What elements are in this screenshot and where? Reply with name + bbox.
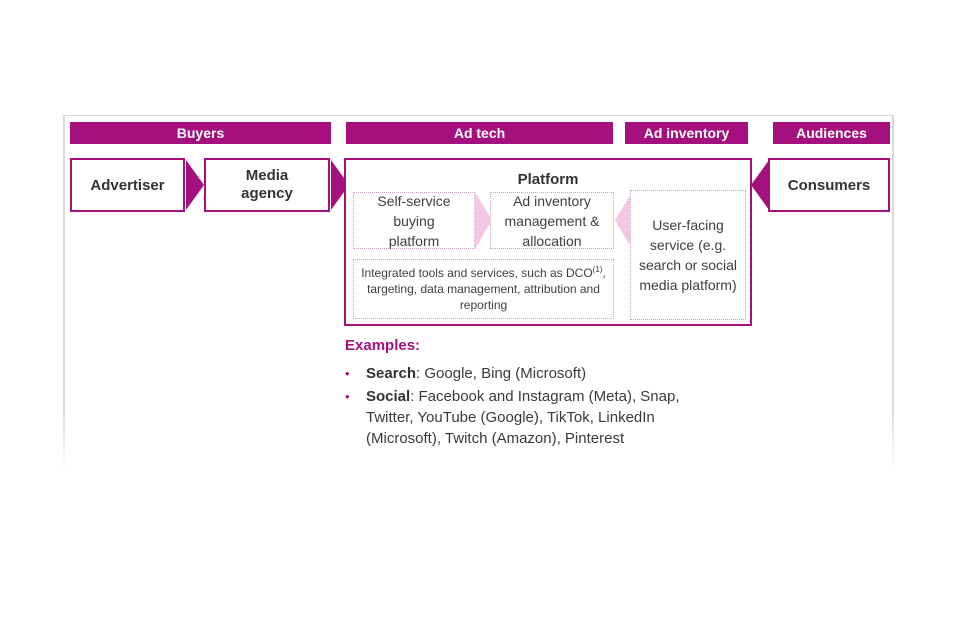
header-bar-ad-tech: Ad tech	[346, 122, 613, 144]
example-item-social: • Social: Facebook and Instagram (Meta),…	[345, 386, 725, 449]
bullet-icon: •	[345, 366, 350, 381]
header-bar-audiences: Audiences	[773, 122, 890, 144]
footnote-marker: (1)	[592, 265, 603, 274]
example-item-search: • Search: Google, Bing (Microsoft)	[345, 363, 725, 384]
advertiser-box: Advertiser	[70, 158, 185, 212]
examples-heading: Examples:	[345, 337, 421, 354]
arrow-right-icon	[186, 160, 204, 210]
integrated-tools-label: Integrated tools and services, such as D…	[361, 265, 606, 313]
page-edge-left	[63, 115, 65, 471]
arrow-left-icon	[615, 192, 632, 249]
arrow-left-icon	[751, 160, 769, 210]
header-bar-ad-inventory: Ad inventory	[625, 122, 748, 144]
self-service-label: Self-service buying platform	[377, 192, 451, 249]
examples-section: Examples: • Search: Google, Bing (Micros…	[345, 337, 725, 451]
bullet-icon: •	[345, 389, 350, 404]
media-agency-box: Media agency	[204, 158, 330, 212]
example-text: Search: Google, Bing (Microsoft)	[366, 365, 587, 382]
page-edge-right	[892, 115, 894, 471]
example-text: Social: Facebook and Instagram (Meta), S…	[366, 388, 680, 447]
page-edge-top	[63, 115, 894, 116]
integrated-tools-box: Integrated tools and services, such as D…	[353, 259, 614, 319]
advertiser-label: Advertiser	[90, 176, 165, 194]
consumers-label: Consumers	[787, 176, 871, 194]
user-facing-service-label: User-facing service (e.g. search or soci…	[638, 217, 738, 293]
ad-inventory-management-label: Ad inventory management & allocation	[504, 192, 600, 249]
consumers-box: Consumers	[768, 158, 890, 212]
ad-inventory-management-box: Ad inventory management & allocation	[490, 192, 614, 249]
platform-title: Platform	[517, 171, 579, 188]
arrow-right-icon	[475, 192, 492, 249]
platform-box: Platform Self-service buying platform Ad…	[344, 158, 752, 326]
header-bar-buyers: Buyers	[70, 122, 331, 144]
self-service-buying-platform-box: Self-service buying platform	[353, 192, 475, 249]
media-agency-label: Media agency	[241, 167, 293, 202]
user-facing-service-box: User-facing service (e.g. search or soci…	[630, 190, 746, 320]
